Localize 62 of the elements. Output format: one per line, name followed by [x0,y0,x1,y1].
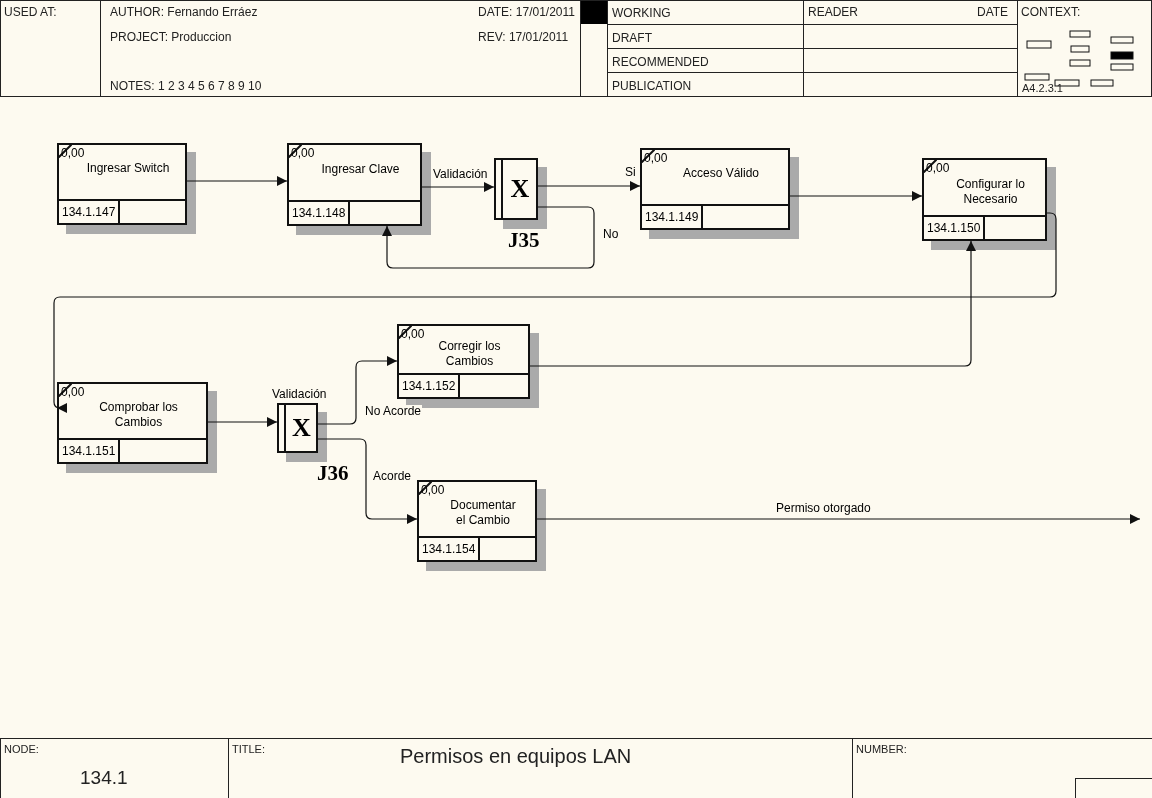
project-text: PROJECT: Produccion [110,30,232,45]
notes-text: NOTES: 1 2 3 4 5 6 7 8 9 10 [110,79,262,94]
activity-reference: 134.1.150 [924,217,986,239]
diagram-title: Permisos en equipos LAN [400,744,632,768]
status-label: DRAFT [612,31,652,46]
activity-name: Acceso Válido [681,166,760,181]
frame-label: NODE: [4,742,39,756]
author-text: AUTHOR: Fernando Erráez [110,5,258,20]
activity-name: Ingresar Clave [320,162,401,177]
cost-value: 0,00 [926,162,950,175]
arrow [186,176,288,186]
node-number: 134.1 [80,767,128,789]
frame-label: NUMBER: [856,742,907,756]
edge-label: Validación [271,388,328,401]
frame-label: CONTEXT: [1021,5,1081,20]
edge-label: No [602,228,620,241]
frame-label: TITLE: [232,742,265,756]
arrow [382,206,595,269]
arrow [537,181,641,191]
activity-reference: 134.1.149 [642,206,704,228]
cost-value: 0,00 [644,152,668,165]
cost-value: 0,00 [291,147,315,160]
activity-reference: 134.1.151 [59,440,121,462]
activity-name: Documentar el Cambio [449,498,517,528]
status-label: WORKING [612,6,671,21]
date-text: REV: 17/01/2011 [478,30,569,45]
edge-label: No Acorde [364,405,423,418]
activity-reference: 134.1.152 [399,375,461,397]
arrow [529,240,976,367]
cost-value: 0,00 [61,147,85,160]
frame-label: DATE [977,5,1009,20]
activity-name: Configurar lo Necesario [955,177,1026,207]
arrow [317,356,398,425]
edge-label: Permiso otorgado [775,502,872,515]
activity-reference: 134.1.154 [419,538,481,560]
activity-name: Comprobar los Cambios [98,400,179,430]
arrow [53,212,1057,413]
junction-symbol: X [509,175,531,203]
arrow [421,182,495,192]
junction-id: J35 [508,228,540,253]
cost-value: 0,00 [401,328,425,341]
edge-label: Si [624,166,637,179]
cost-value: 0,00 [61,386,85,399]
frame-label: USED AT: [4,5,57,20]
arrow [317,438,418,524]
junction-id: J36 [317,461,349,486]
activity-name: Corregir los Cambios [437,339,502,369]
context-number: A4.2.3.1 [1022,81,1063,95]
frame-label: READER [808,5,858,20]
arrow [207,417,278,427]
activity-reference: 134.1.148 [289,202,351,224]
junction-symbol: X [291,414,312,442]
status-label: RECOMMENDED [612,55,709,70]
arrow [536,514,1141,524]
status-label: PUBLICATION [612,79,692,94]
activity-reference: 134.1.147 [59,201,121,223]
cost-value: 0,00 [421,484,445,497]
activity-name: Ingresar Switch [85,161,171,176]
edge-label: Validación [432,168,489,181]
edge-label: Acorde [372,470,413,483]
date-text: DATE: 17/01/2011 [478,5,575,20]
arrow [789,191,923,201]
